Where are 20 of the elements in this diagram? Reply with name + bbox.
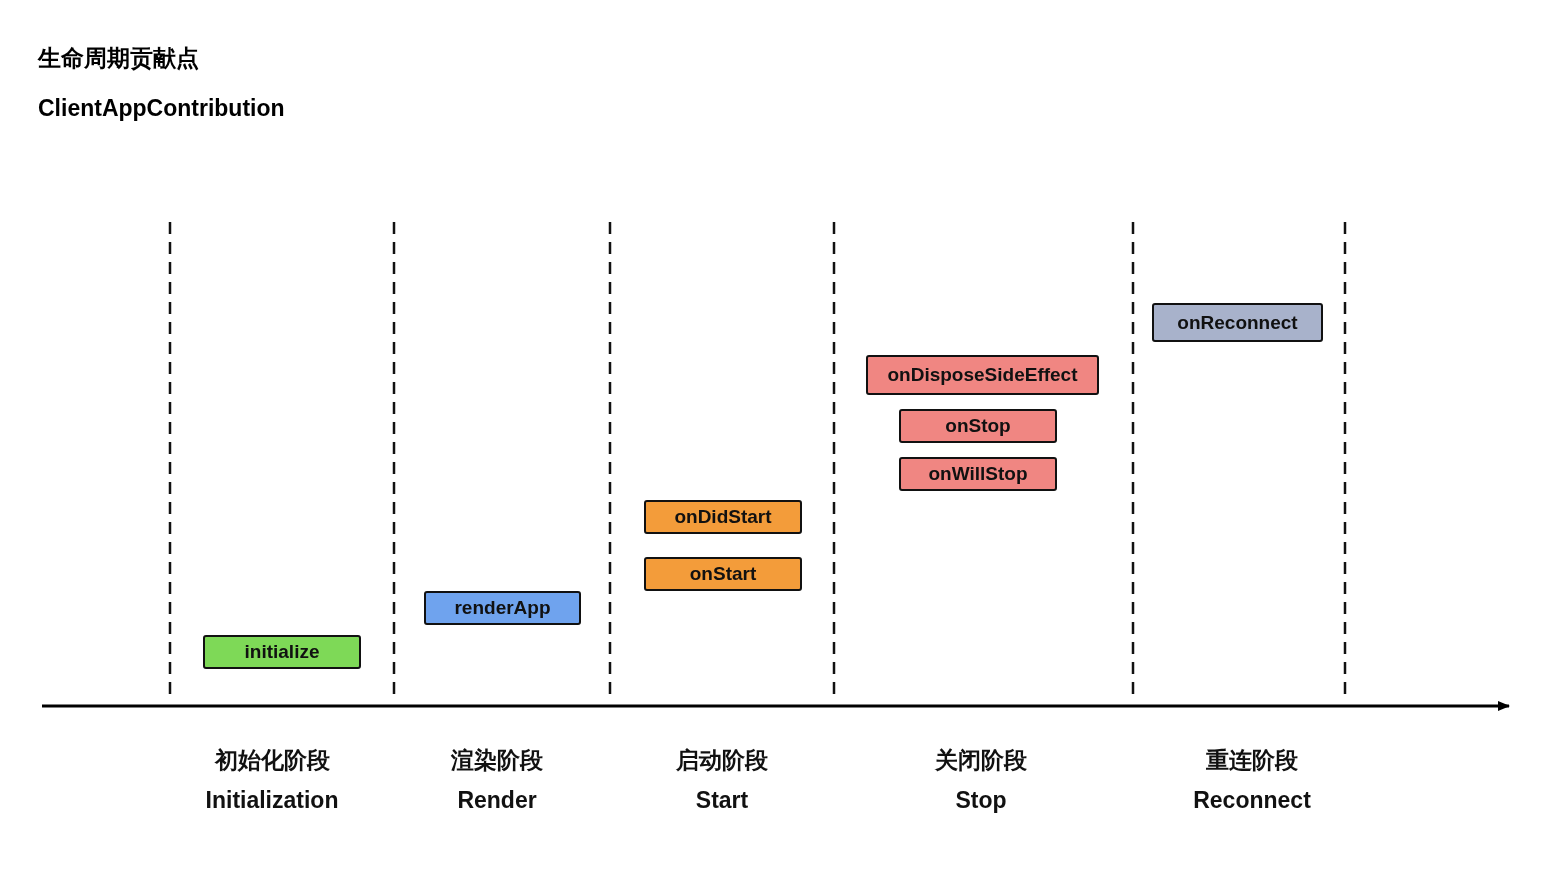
phase-label: 启动阶段 [676, 746, 768, 775]
method-box: onWillStop [899, 457, 1057, 491]
method-box: onDisposeSideEffect [866, 355, 1099, 395]
phase-label: Start [695, 787, 749, 814]
title: 生命周期贡献点 [38, 44, 199, 73]
phase-label: 关闭阶段 [935, 746, 1027, 775]
phase-label: 渲染阶段 [451, 746, 543, 775]
method-box: initialize [203, 635, 361, 669]
method-box: onDidStart [644, 500, 802, 534]
method-box: onStop [899, 409, 1057, 443]
method-box: renderApp [424, 591, 581, 625]
method-box: onReconnect [1152, 303, 1323, 342]
phase-label: Render [457, 787, 537, 814]
phase-label: 初始化阶段 [214, 746, 330, 775]
subtitle: ClientAppContribution [38, 95, 285, 122]
phase-label: Initialization [205, 787, 339, 814]
method-box: onStart [644, 557, 802, 591]
phase-label: Reconnect [1193, 787, 1311, 814]
phase-label: 重连阶段 [1206, 746, 1298, 775]
phase-label: Stop [955, 787, 1007, 814]
